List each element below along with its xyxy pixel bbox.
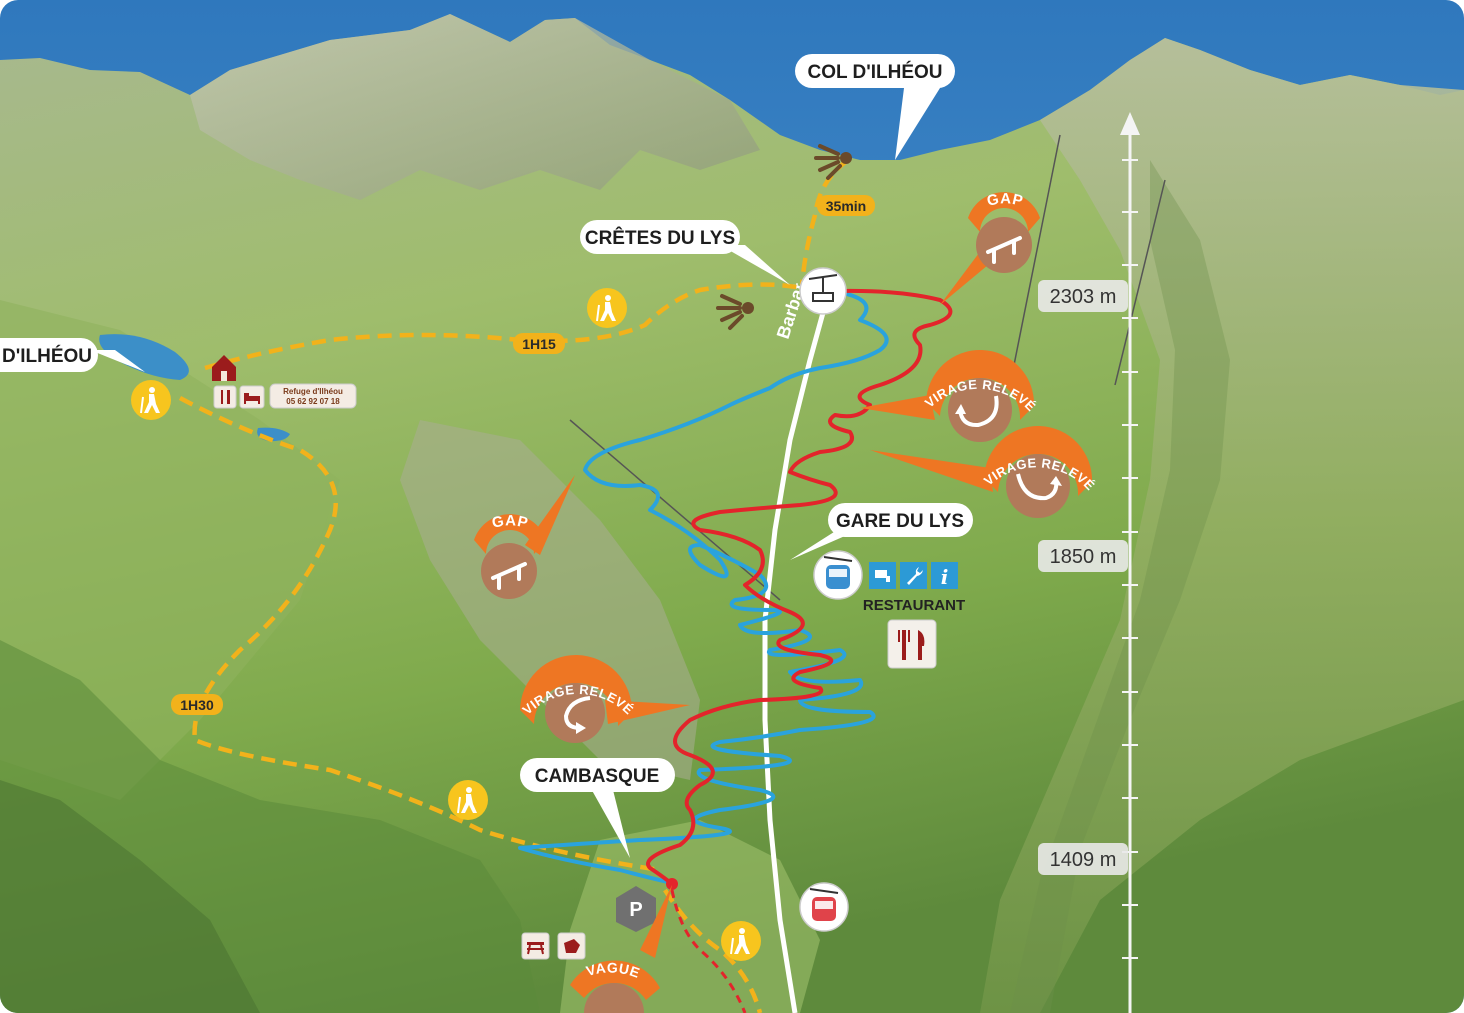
virage-releve-badge: VIRAGE RELEVÉ [519,655,690,743]
svg-text:05 62 92 07 18: 05 62 92 07 18 [286,397,340,406]
parking-icon: P [616,886,656,932]
svg-text:2303 m: 2303 m [1050,286,1117,308]
left-slope [0,300,340,800]
trail-start-dot [666,878,678,890]
repair-icon [900,562,927,589]
ridge-shadow [1010,160,1230,1013]
bike-tool-icon [557,932,586,960]
svg-text:D'ILHÉOU: D'ILHÉOU [2,345,92,367]
hiker-icon [721,921,761,961]
path-col [799,158,850,286]
svg-text:GARE DU LYS: GARE DU LYS [836,511,964,532]
hiker-icon [131,380,171,420]
virage-releve-badge: VIRAGE RELEVÉ [860,349,1038,442]
chairlift-icon[interactable] [799,267,847,315]
svg-text:GAP: GAP [985,190,1024,209]
altitude-marker-2303: 2303 m [1038,280,1128,312]
altitude-scale [1120,112,1140,1013]
right-ridge [980,38,1464,1013]
label-col-dilheou: COL D'ILHÉOU [795,54,955,160]
water-icon [869,562,896,589]
lake-ilheou [99,334,189,380]
restaurant-label: RESTAURANT [863,597,965,614]
path-lower [663,888,763,1013]
duration-1h15: 1H15 [513,333,565,354]
svg-text:GAP: GAP [490,512,529,531]
picnic-icon [521,932,550,960]
svg-text:CRÊTES DU LYS: CRÊTES DU LYS [585,227,735,249]
red-trail [646,288,953,886]
label-gare-du-lys: GARE DU LYS [790,503,973,560]
restaurant-icon [213,385,237,409]
duration-35min: 35min [817,195,875,216]
hiker-icon [448,780,488,820]
lift-cable-2 [1114,179,1166,386]
bed-icon [239,385,265,409]
vague-badge: VAGUE [570,885,672,1013]
forest-dark [0,780,260,1013]
svg-text:35min: 35min [826,198,866,214]
svg-text:1850 m: 1850 m [1050,546,1117,568]
gap-badge: GAP [474,475,575,599]
hiker-icon [587,288,627,328]
virage-releve-badge: VIRAGE RELEVÉ [870,426,1097,518]
info-icon: i [931,562,958,589]
restaurant-icon [887,619,937,669]
gondola-icon[interactable] [799,882,849,932]
svg-text:1H30: 1H30 [180,697,214,713]
svg-text:CAMBASQUE: CAMBASQUE [535,766,660,787]
duration-1h30: 1H30 [171,694,223,715]
lift-cable-1 [1009,134,1061,386]
gondola-icon[interactable] [813,550,863,600]
svg-text:1409 m: 1409 m [1050,849,1117,871]
svg-text:COL D'ILHÉOU: COL D'ILHÉOU [807,61,942,83]
altitude-marker-1409: 1409 m [1038,843,1128,875]
refuge-info: Refuge d'Ilhéou 05 62 92 07 18 [269,383,357,409]
rock-relief [190,14,760,200]
svg-text:Refuge d'Ilhéou: Refuge d'Ilhéou [283,387,343,396]
svg-text:i: i [941,565,949,589]
refuge-icon [212,355,236,381]
gap-badge: GAP [940,190,1040,305]
label-cretes-du-lys: CRÊTES DU LYS [580,220,790,285]
blue-trail [518,290,889,884]
label-cambasque: CAMBASQUE [520,758,675,858]
summit-icon [716,294,754,330]
svg-text:VAGUE: VAGUE [584,959,642,981]
altitude-marker-1850: 1850 m [1038,540,1128,572]
summit-icon [814,144,852,180]
svg-text:1H15: 1H15 [522,336,556,352]
label-lac-dilheou: D'ILHÉOU [0,338,145,372]
svg-text:P: P [629,899,642,921]
